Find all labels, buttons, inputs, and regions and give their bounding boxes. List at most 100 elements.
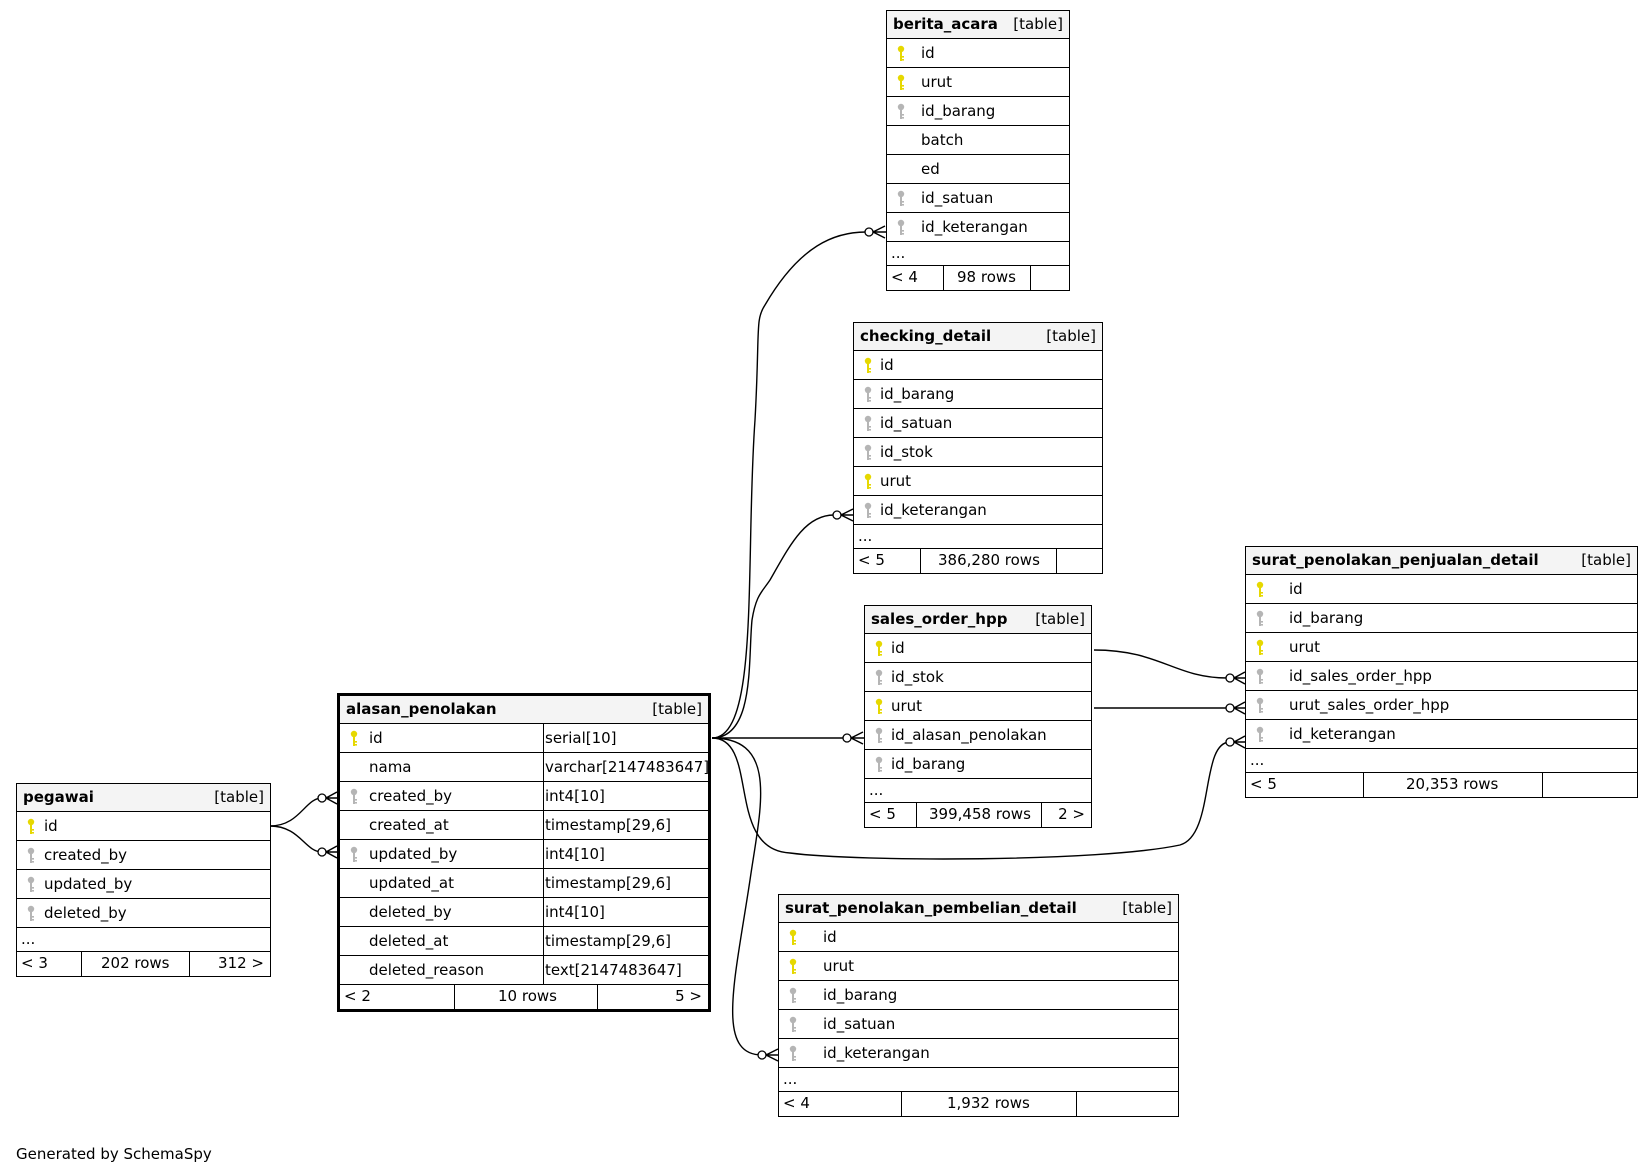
column-datatype: timestamp[29,6]	[545, 874, 672, 892]
column-row[interactable]: id	[865, 634, 1091, 663]
column-row[interactable]: id_keterangan	[779, 1039, 1178, 1068]
column-name: updated_at	[369, 874, 454, 892]
column-row[interactable]: id_satuan	[779, 1010, 1178, 1039]
footer-divider	[1030, 266, 1031, 290]
column-row[interactable]: urut	[779, 952, 1178, 981]
table-header[interactable]: berita_acara [table]	[887, 11, 1069, 39]
footer-divider	[943, 266, 944, 290]
primary-key-icon	[897, 74, 905, 90]
column-name: updated_by	[369, 845, 458, 863]
column-name: deleted_reason	[369, 961, 485, 979]
footer-divider	[454, 985, 455, 1009]
column-row[interactable]: id	[1246, 575, 1637, 604]
column-name: id_keterangan	[921, 218, 1028, 236]
column-row[interactable]: id	[17, 812, 270, 841]
column-row[interactable]: id_sales_order_hpp	[1246, 662, 1637, 691]
column-row[interactable]: id_satuan	[887, 184, 1069, 213]
table-header[interactable]: pegawai[table]	[17, 784, 270, 812]
column-row[interactable]: id_barang	[887, 97, 1069, 126]
column-row[interactable]: id	[854, 351, 1102, 380]
footer-divider	[920, 549, 921, 573]
column-name: batch	[921, 131, 964, 149]
table-header[interactable]: alasan_penolakan[table]	[340, 696, 708, 724]
parents-link[interactable]: < 4	[891, 268, 918, 286]
table-name[interactable]: alasan_penolakan	[346, 700, 497, 718]
column-row[interactable]: created_by	[17, 841, 270, 870]
parents-link[interactable]: < 5	[858, 551, 885, 569]
footer-divider	[189, 952, 190, 976]
column-row[interactable]: id_keterangan	[887, 213, 1069, 242]
column-divider	[543, 724, 544, 752]
column-row[interactable]: urut_sales_order_hpp	[1246, 691, 1637, 720]
column-row[interactable]: id	[887, 39, 1069, 68]
parents-link[interactable]: < 4	[783, 1094, 810, 1112]
column-name: id_barang	[891, 755, 966, 773]
table-name[interactable]: checking_detail	[860, 327, 992, 345]
column-row[interactable]: urut	[887, 68, 1069, 97]
table-name[interactable]: berita_acara	[893, 15, 998, 33]
column-divider	[543, 840, 544, 868]
column-name: created_at	[369, 816, 449, 834]
table-header[interactable]: surat_penolakan_pembelian_detail[table]	[779, 895, 1178, 923]
column-row[interactable]: id	[779, 923, 1178, 952]
column-row[interactable]: id_barang	[865, 750, 1091, 779]
table-header[interactable]: checking_detail[table]	[854, 323, 1102, 351]
column-row[interactable]: id_barang	[1246, 604, 1637, 633]
table-name[interactable]: surat_penolakan_penjualan_detail	[1252, 551, 1539, 569]
table-header[interactable]: sales_order_hpp[table]	[865, 606, 1091, 634]
parents-link[interactable]: < 5	[869, 805, 896, 823]
column-row[interactable]: deleted_by	[17, 899, 270, 928]
column-row[interactable]: id_alasan_penolakan	[865, 721, 1091, 750]
footer-divider	[901, 1092, 902, 1116]
column-row[interactable]: urut	[854, 467, 1102, 496]
edge-to-pembelian-detail	[711, 737, 763, 1056]
table-name[interactable]: pegawai	[23, 788, 94, 806]
parents-link[interactable]: < 3	[21, 954, 48, 972]
table-name[interactable]: surat_penolakan_pembelian_detail	[785, 899, 1077, 917]
column-row[interactable]: id_satuan	[854, 409, 1102, 438]
parents-link[interactable]: < 5	[1250, 775, 1277, 793]
table-surat-penolakan-penjualan-detail[interactable]: surat_penolakan_penjualan_detail[table]i…	[1245, 546, 1638, 798]
column-divider	[543, 811, 544, 839]
foreign-key-icon	[897, 103, 905, 119]
footer-divider	[1363, 773, 1364, 797]
table-name[interactable]: sales_order_hpp	[871, 610, 1008, 628]
table-type-label: [table]	[1013, 15, 1063, 33]
column-row[interactable]: id_keterangan	[854, 496, 1102, 525]
column-row[interactable]: id_barang	[779, 981, 1178, 1010]
column-name: urut	[823, 957, 855, 975]
foreign-key-icon	[789, 1045, 797, 1061]
column-row[interactable]: updated_by	[17, 870, 270, 899]
children-link[interactable]: 312 >	[218, 954, 264, 972]
column-row[interactable]: id_barang	[854, 380, 1102, 409]
column-row[interactable]: urut	[865, 692, 1091, 721]
children-link[interactable]: 5 >	[675, 987, 702, 1005]
children-link[interactable]: 2 >	[1058, 805, 1085, 823]
column-row[interactable]: id_stok	[865, 663, 1091, 692]
column-row[interactable]: urut	[1246, 633, 1637, 662]
column-row[interactable]: id_keterangan	[1246, 720, 1637, 749]
column-row[interactable]: ed	[887, 155, 1069, 184]
column-datatype: varchar[2147483647]	[545, 758, 710, 776]
table-header[interactable]: surat_penolakan_penjualan_detail[table]	[1246, 547, 1637, 575]
parents-link[interactable]: < 2	[344, 987, 371, 1005]
table-surat-penolakan-pembelian-detail[interactable]: surat_penolakan_pembelian_detail[table]i…	[778, 894, 1179, 1117]
column-row[interactable]: id_stok	[854, 438, 1102, 467]
column-row[interactable]: batch	[887, 126, 1069, 155]
column-name: urut	[921, 73, 953, 91]
column-row[interactable]: updated_at timestamp[29,6]	[340, 869, 708, 898]
edge-pegawai-updated-by	[269, 825, 323, 853]
